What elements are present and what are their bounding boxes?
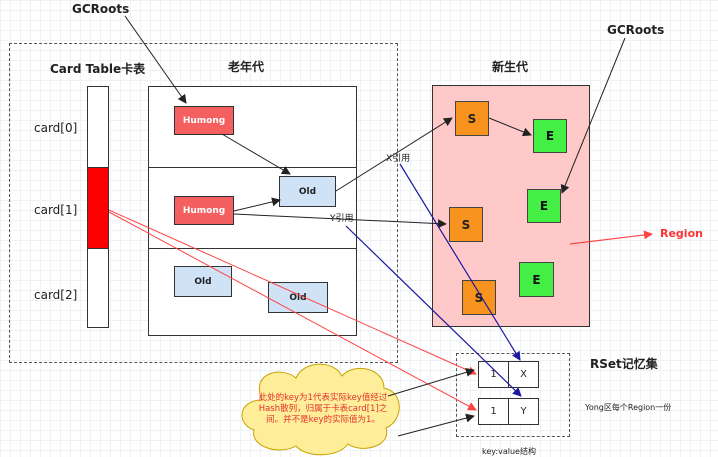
young-gen-title: 新生代: [492, 60, 529, 74]
x-reference-label: X引用: [386, 153, 410, 164]
y-to-rset-arrow: [345, 225, 522, 397]
card-to-rset-arrow: [108, 209, 477, 375]
card-1-label: card[1]: [34, 203, 78, 217]
humong-to-old-arrow: [221, 133, 291, 175]
old-region-2: Old: [174, 266, 232, 297]
card-1-dirty: [87, 167, 109, 249]
eden-region-2: E: [527, 189, 561, 223]
per-region-label: Yong区每个Region一份: [585, 403, 672, 412]
survivor-to-eden-arrow: [488, 117, 532, 137]
card-table-title: Card Table卡表: [50, 62, 146, 76]
y-reference-label: Y引用: [329, 213, 354, 224]
gcroots-right-label: GCRoots: [607, 23, 665, 37]
eden-region-3: E: [519, 262, 554, 297]
card-to-rset-arrow: [108, 211, 477, 411]
survivor-region-2: S: [449, 207, 483, 242]
region-label: Region: [660, 227, 703, 240]
humong-region-2: Humong: [174, 196, 234, 225]
rset-value-cell: Y: [508, 398, 539, 425]
note-text: 此处的key为1代表实际key值经过Hash散列，归属于卡表card[1]之间。…: [258, 393, 388, 425]
rset-title: RSet记忆集: [590, 357, 658, 371]
y-reference-arrow: [233, 213, 447, 229]
humong-region-1: Humong: [174, 106, 234, 135]
old-gen-row-divider: [148, 167, 357, 168]
rset-value-cell: X: [508, 361, 539, 388]
card-2-label: card[2]: [34, 288, 78, 302]
x-reference-arrow: [335, 117, 453, 192]
note-arrow: [397, 413, 475, 437]
rset-key-cell: 1: [478, 398, 509, 425]
note-cloud: [241, 363, 400, 456]
old-gen-title: 老年代: [228, 60, 265, 74]
old-region-1: Old: [279, 176, 336, 207]
card-0-label: card[0]: [34, 121, 78, 135]
survivor-region-3: S: [462, 280, 496, 315]
survivor-region-1: S: [455, 101, 489, 136]
note-arrow: [387, 368, 475, 397]
old-region-3: Old: [268, 282, 328, 313]
region-arrow: [569, 230, 653, 245]
gcroots-arrow-right: [560, 37, 626, 194]
old-gen-container: [9, 43, 398, 363]
old-gen-row-divider: [148, 248, 357, 249]
eden-region-1: E: [533, 119, 567, 153]
gcroots-arrow-left: [124, 15, 187, 104]
key-value-label: key:value结构: [482, 447, 536, 456]
rset-key-cell: 1: [478, 361, 509, 388]
x-to-rset-arrow: [399, 163, 521, 361]
humong-to-old-arrow: [233, 197, 281, 212]
gcroots-left-label: GCRoots: [72, 2, 130, 16]
